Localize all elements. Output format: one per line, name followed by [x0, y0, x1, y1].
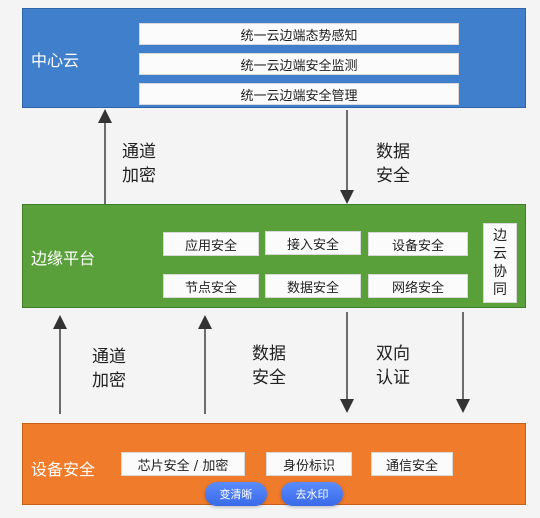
device-item-chip-encryption: 芯片安全 / 加密 [121, 452, 245, 476]
label-data-security-lower: 数据 安全 [252, 342, 286, 390]
cloud-item-management: 统一云边端安全管理 [139, 83, 459, 105]
label-channel-encrypt-upper: 通道 加密 [122, 140, 156, 188]
label-line: 加密 [92, 371, 126, 391]
label-line: 加密 [122, 166, 156, 186]
sharpen-button[interactable]: 变清晰 [205, 482, 267, 506]
edge-item-access-security: 接入安全 [265, 231, 361, 255]
label-data-security-upper: 数据 安全 [376, 140, 410, 188]
edge-item-app-security: 应用安全 [163, 232, 259, 256]
edge-item-node-security: 节点安全 [163, 274, 259, 298]
edge-item-data-security: 数据安全 [265, 274, 361, 298]
label-line: 安全 [252, 368, 286, 388]
center-cloud-layer: 中心云 统一云边端态势感知 统一云边端安全监测 统一云边端安全管理 [22, 8, 526, 108]
label-line: 通道 [92, 347, 126, 367]
center-cloud-title: 中心云 [31, 51, 80, 70]
edge-item-network-security: 网络安全 [368, 274, 468, 298]
label-line: 双向 [376, 344, 410, 364]
edge-cloud-collab-box: 边 云 协 同 [483, 223, 517, 303]
device-security-title: 设备安全 [31, 460, 96, 479]
cloud-item-monitoring: 统一云边端安全监测 [139, 53, 459, 75]
device-security-layer: 设备安全 芯片安全 / 加密 身份标识 通信安全 [22, 423, 526, 505]
label-line: 通道 [122, 142, 156, 162]
label-line: 数据 [252, 344, 286, 364]
cloud-item-awareness: 统一云边端态势感知 [139, 23, 459, 45]
edge-cloud-collab-char: 协 [493, 264, 507, 280]
edge-platform-layer: 边缘平台 应用安全 接入安全 设备安全 节点安全 数据安全 网络安全 边 云 协… [22, 204, 526, 308]
label-line: 数据 [376, 142, 410, 162]
label-line: 认证 [376, 368, 410, 388]
edge-cloud-collab-char: 同 [493, 282, 507, 298]
edge-platform-title: 边缘平台 [31, 249, 96, 268]
device-item-identity: 身份标识 [266, 452, 352, 476]
remove-watermark-button[interactable]: 去水印 [281, 482, 343, 506]
label-channel-encrypt-lower: 通道 加密 [92, 345, 126, 393]
edge-item-device-security: 设备安全 [368, 232, 468, 256]
device-item-comm-security: 通信安全 [371, 452, 453, 476]
edge-cloud-collab-char: 云 [493, 246, 507, 262]
label-mutual-auth: 双向 认证 [376, 342, 410, 390]
label-line: 安全 [376, 166, 410, 186]
edge-cloud-collab-char: 边 [493, 228, 507, 244]
